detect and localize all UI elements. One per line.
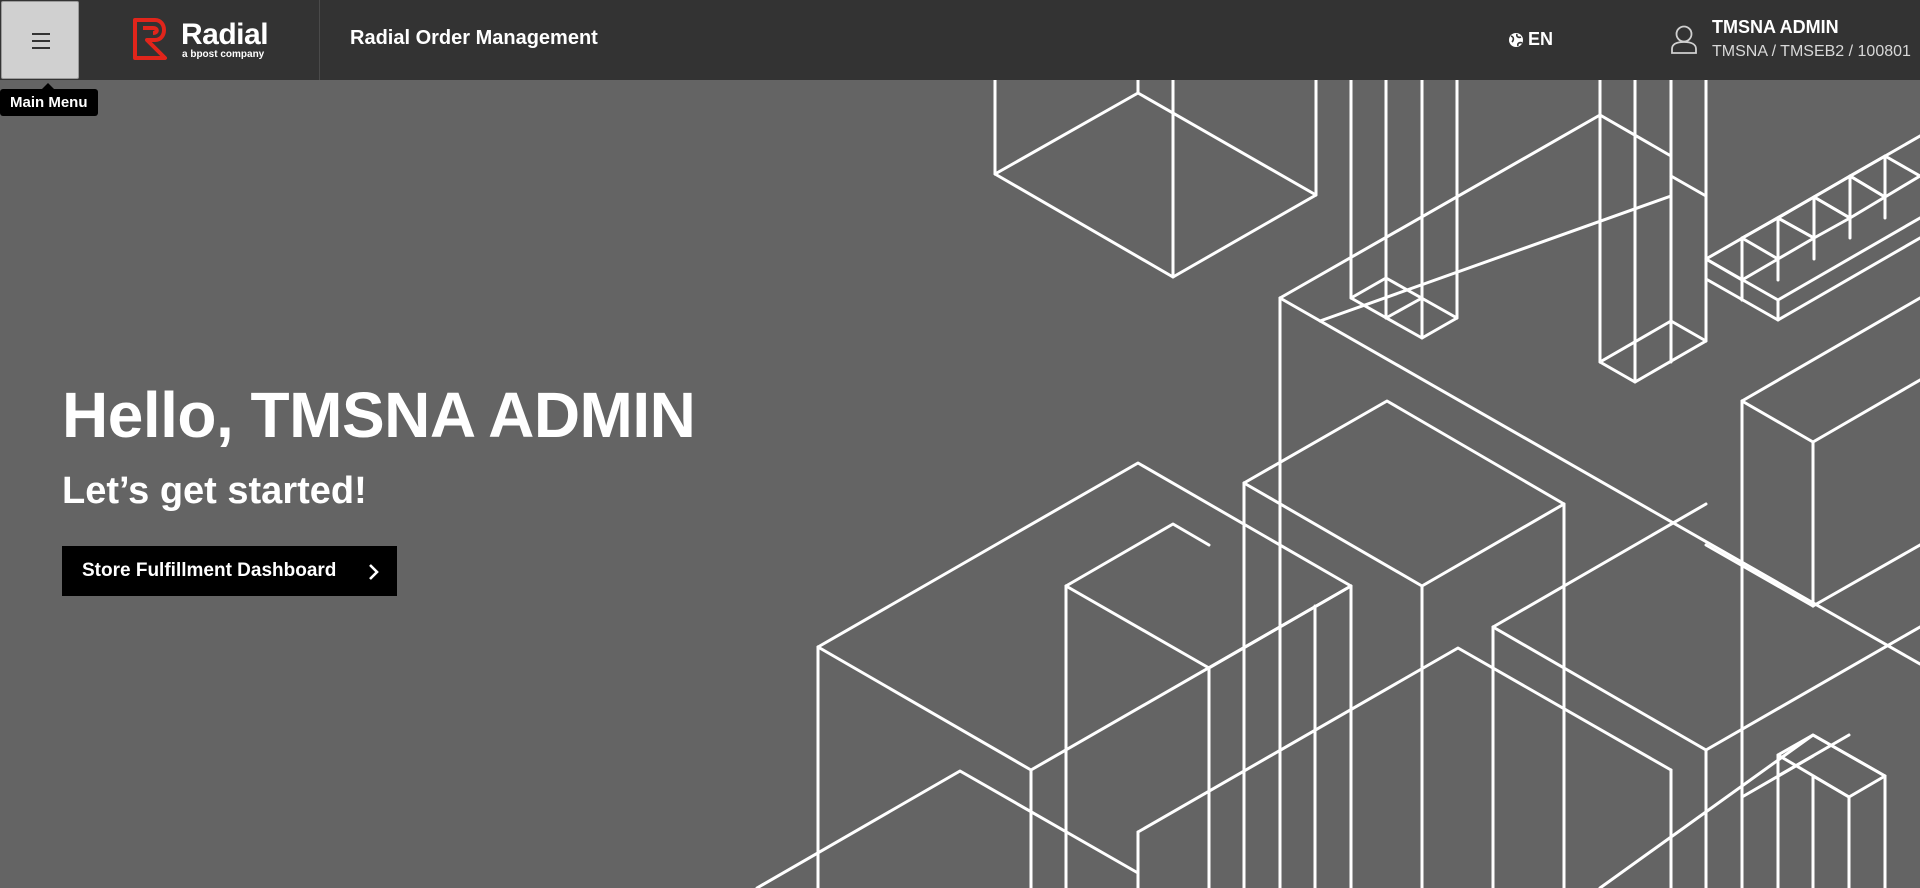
logo-wordmark: Radial <box>181 18 269 51</box>
hamburger-icon <box>32 33 50 35</box>
app-title: Radial Order Management <box>350 27 598 49</box>
greeting-heading: Hello, TMSNA ADMIN <box>62 379 696 451</box>
radial-logo-mark-icon <box>133 18 167 60</box>
language-label: EN <box>1528 29 1554 49</box>
hamburger-icon-bar <box>32 47 50 49</box>
radial-logo[interactable]: Radial a bpost company <box>133 18 273 62</box>
store-fulfillment-dashboard-button[interactable]: Store Fulfillment Dashboard <box>62 546 397 596</box>
header-divider <box>319 0 320 80</box>
user-name[interactable]: TMSNA ADMIN <box>1712 17 1839 37</box>
chevron-right-icon <box>369 564 379 580</box>
globe-icon <box>1509 32 1523 47</box>
main-menu-tooltip: Main Menu <box>0 83 98 116</box>
greeting-subtitle: Let’s get started! <box>62 470 367 512</box>
main-menu-button[interactable] <box>1 1 79 79</box>
language-selector[interactable]: EN <box>1508 29 1553 50</box>
hamburger-icon-bar <box>32 40 50 42</box>
cta-label: Store Fulfillment Dashboard <box>82 560 337 581</box>
user-icon[interactable] <box>1670 24 1698 54</box>
logo-tagline: a bpost company <box>182 49 265 60</box>
top-navigation-bar: Radial a bpost company Radial Order Mana… <box>0 0 1920 80</box>
background-wireframe-illustration <box>755 80 1920 888</box>
user-organization: TMSNA / TMSEB2 / 100801 <box>1712 43 1911 60</box>
